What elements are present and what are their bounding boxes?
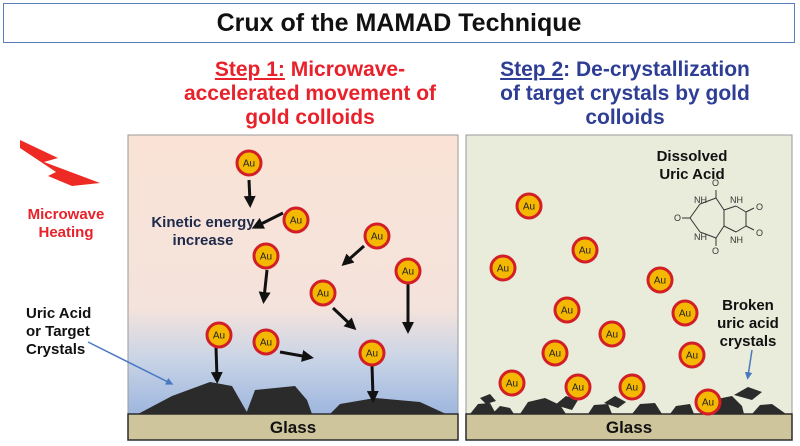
svg-text:O: O — [674, 213, 681, 223]
gold-colloid: Au — [205, 321, 233, 349]
gold-colloid: Au — [252, 328, 280, 356]
dissolved-uric-acid-label: Dissolved Uric Acid — [656, 148, 728, 183]
au-label: Au — [686, 351, 698, 362]
svg-text:O: O — [756, 228, 763, 238]
au-label: Au — [561, 306, 573, 317]
target-crystal — [330, 398, 446, 414]
step1-label: Step 1: — [214, 58, 285, 81]
svg-text:O: O — [756, 202, 763, 212]
title-box: Crux of the MAMAD Technique — [3, 3, 795, 43]
au-label: Au — [506, 379, 518, 390]
step2-text-first: : De-crystallization — [563, 58, 750, 81]
gold-colloid: Au — [515, 192, 543, 220]
gold-colloid: Au — [394, 257, 422, 285]
glass-label-left: Glass — [270, 418, 316, 437]
gold-colloid: Au — [309, 279, 337, 307]
au-label: Au — [626, 383, 638, 394]
gold-colloid: Au — [571, 236, 599, 264]
svg-text:NH: NH — [694, 195, 707, 205]
target-crystal — [246, 386, 312, 414]
gold-colloid: Au — [358, 339, 386, 367]
svg-text:NH: NH — [730, 195, 743, 205]
uric-acid-molecule-labels: O O O O O NH NH NH NH — [674, 178, 763, 256]
svg-text:O: O — [712, 246, 719, 256]
au-label: Au — [572, 383, 584, 394]
au-label: Au — [260, 338, 272, 349]
broken-crystal-fragments — [470, 387, 786, 414]
kinetic-energy-label: Kinetic energy increase — [151, 214, 255, 249]
gold-colloid: Au — [235, 149, 263, 177]
gold-colloid: Au — [282, 206, 310, 234]
broken-crystals-label: Broken uric acid crystals — [717, 297, 779, 350]
au-label: Au — [243, 159, 255, 170]
gold-colloid: Au — [564, 373, 592, 401]
gold-colloid: Au — [541, 339, 569, 367]
page-title: Crux of the MAMAD Technique — [216, 8, 582, 37]
gold-colloid: Au — [489, 254, 517, 282]
au-label: Au — [213, 331, 225, 342]
au-label: Au — [702, 398, 714, 409]
au-label: Au — [549, 349, 561, 360]
au-label: Au — [290, 216, 302, 227]
svg-text:O: O — [712, 178, 719, 188]
microwave-heating-label: Microwave Heating — [27, 206, 105, 241]
glass-slab-right — [465, 413, 793, 441]
gold-colloid: Au — [598, 320, 626, 348]
gold-colloid: Au — [618, 373, 646, 401]
uric-acid-molecule-icon — [682, 190, 755, 246]
motion-arrows — [210, 179, 414, 403]
step1-text-rest: accelerated movement of gold colloids — [183, 82, 437, 129]
gold-colloid: Au — [363, 222, 391, 250]
svg-text:NH: NH — [694, 232, 707, 242]
glass-slab-left — [127, 413, 459, 441]
gold-colloid: Au — [498, 369, 526, 397]
step2-text-rest: of target crystals by gold colloids — [500, 82, 750, 129]
uric-acid-label: Uric Acid or Target Crystals — [26, 305, 92, 358]
au-label: Au — [402, 267, 414, 278]
glass-label-right: Glass — [606, 418, 652, 437]
target-crystal — [138, 382, 248, 414]
au-label: Au — [366, 349, 378, 360]
gold-colloid: Au — [678, 341, 706, 369]
gold-colloid: Au — [252, 242, 280, 270]
lightning-bolt-icon — [20, 140, 100, 186]
gold-colloid: Au — [671, 299, 699, 327]
panel-step2 — [465, 134, 793, 416]
au-label: Au — [523, 202, 535, 213]
gold-colloid: Au — [646, 266, 674, 294]
au-label: Au — [579, 246, 591, 257]
au-label: Au — [317, 289, 329, 300]
step1-text-first: Microwave- — [284, 58, 406, 81]
au-label: Au — [497, 264, 509, 275]
step2-heading: Step 2: De-crystallization of target cry… — [470, 58, 780, 130]
gold-colloid: Au — [553, 296, 581, 324]
au-label: Au — [260, 252, 272, 263]
svg-text:NH: NH — [730, 235, 743, 245]
uric-acid-pointer-arrow — [87, 341, 174, 385]
au-label: Au — [679, 309, 691, 320]
step2-label: Step 2 — [500, 58, 564, 81]
au-label: Au — [654, 276, 666, 287]
step1-heading: Step 1: Microwave- accelerated movement … — [160, 58, 460, 130]
gold-colloid: Au — [694, 388, 722, 416]
au-label: Au — [606, 330, 618, 341]
broken-crystals-pointer-arrow — [744, 349, 753, 380]
au-label: Au — [371, 232, 383, 243]
